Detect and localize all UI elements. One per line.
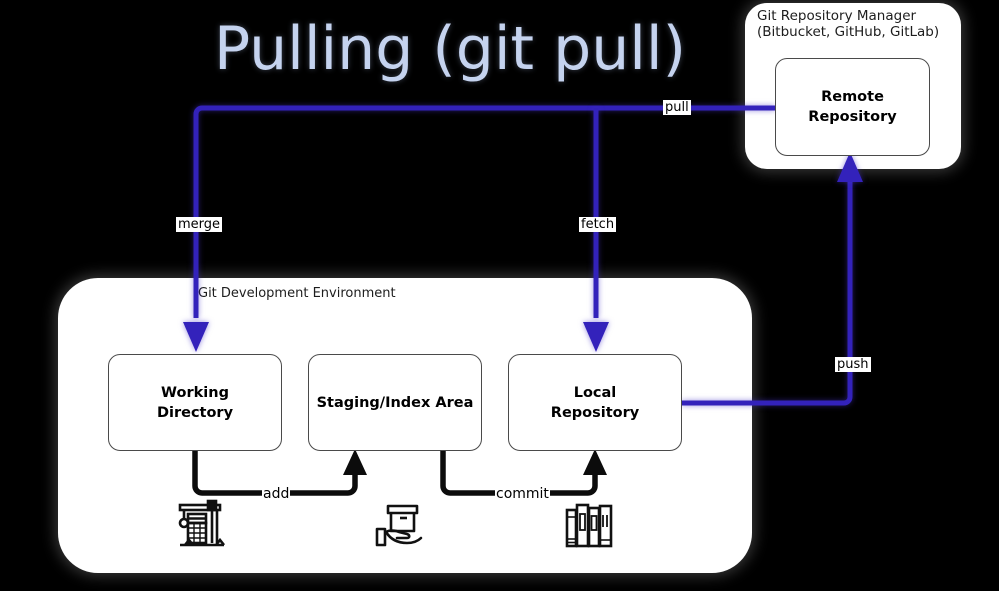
construction-crane-icon [175,497,229,551]
edge-label-commit: commit [495,486,550,502]
page-title: Pulling (git pull) [214,14,686,84]
node-staging-index-area[interactable]: Staging/Index Area [308,354,482,451]
node-working-directory[interactable]: Working Directory [108,354,282,451]
node-local-repository[interactable]: Local Repository [508,354,682,451]
node-remote-repository[interactable]: Remote Repository [775,58,930,156]
node-local-repository-label: Local Repository [550,384,640,421]
node-staging-index-area-label: Staging/Index Area [316,394,474,411]
node-remote-repository-label: Remote Repository [808,89,897,125]
git-development-environment-caption: Git Development Environment [198,286,396,301]
edge-label-fetch: fetch [579,217,617,232]
edge-label-merge: merge [176,217,223,232]
hand-holding-box-icon [373,500,427,554]
node-working-directory-label: Working Directory [156,384,234,421]
git-repository-manager-caption: Git Repository Manager (Bitbucket, GitHu… [757,8,940,40]
books-shelf-icon [562,498,616,552]
edge-label-add: add [262,486,291,502]
edge-label-push: push [835,357,871,372]
edge-label-pull: pull [663,100,691,115]
